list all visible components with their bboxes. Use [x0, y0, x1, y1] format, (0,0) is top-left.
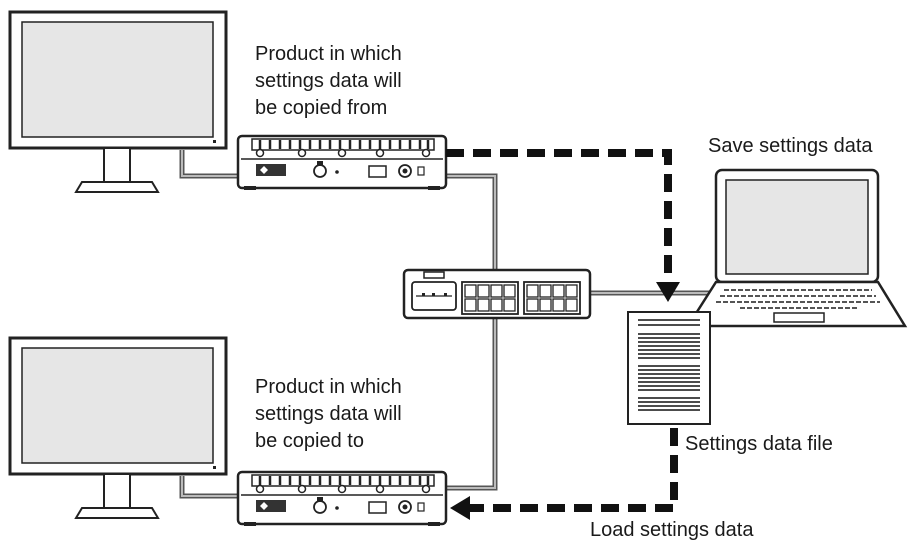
bottom-monitor: [8, 336, 228, 519]
load-data-arrow: [450, 428, 678, 520]
target-label-line-2: settings data will: [255, 403, 402, 425]
network-switch: [402, 268, 592, 320]
target-label-line-3: be copied to: [255, 430, 364, 452]
source-label-line-3: be copied from: [255, 97, 388, 119]
network-cables: [179, 150, 712, 499]
source-product-device: [236, 134, 448, 190]
source-label-line-1: Product in which: [255, 43, 402, 65]
target-label-line-1: Product in which: [255, 376, 402, 398]
top-monitor: [8, 10, 228, 193]
load-settings-label: Load settings data: [590, 519, 754, 541]
laptop: [685, 168, 908, 328]
target-product-device: [236, 470, 448, 526]
source-label-line-2: settings data will: [255, 70, 402, 92]
save-data-arrow: [446, 149, 680, 302]
settings-file-document: [627, 311, 711, 425]
save-settings-label: Save settings data: [708, 135, 873, 157]
settings-file-label: Settings data file: [685, 433, 833, 455]
